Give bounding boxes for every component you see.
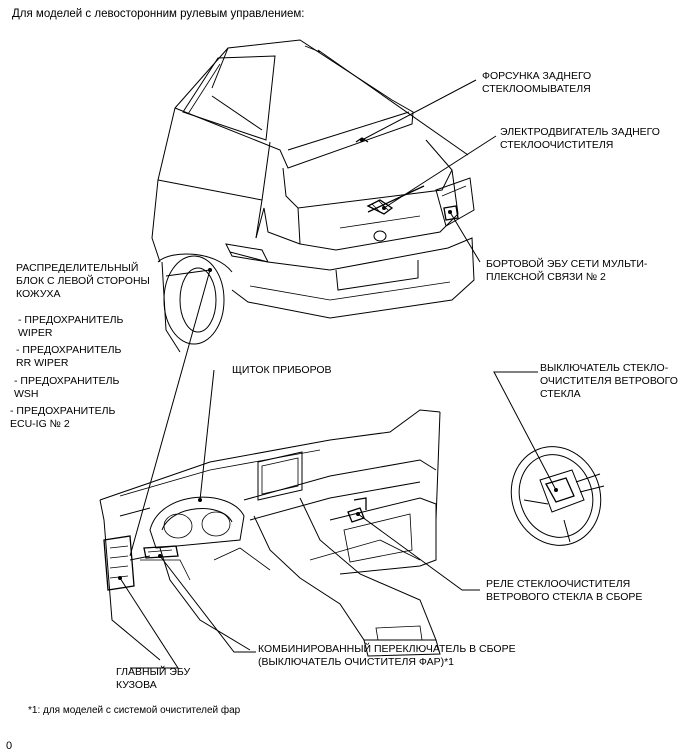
label-line: СТЕКЛООМЫВАТЕЛЯ [482,83,591,95]
dashboard-illustration [99,409,441,661]
label-line: WSH [14,388,39,400]
label-rear-wiper-motor: ЭЛЕКТРОДВИГАТЕЛЬ ЗАДНЕГО СТЕКЛООЧИСТИТЕЛ… [500,126,660,152]
footnote: *1: для моделей с системой очистителей ф… [28,705,241,716]
label-windshield-wiper-switch: ВЫКЛЮЧАТЕЛЬ СТЕКЛО- ОЧИСТИТЕЛЯ ВЕТРОВОГО… [540,362,678,401]
label-main-body-ecu: ГЛАВНЫЙ ЭБУ КУЗОВА [116,666,190,692]
label-line: ECU-IG № 2 [10,418,70,430]
label-line: РЕЛЕ СТЕКЛООЧИСТИТЕЛЯ [486,578,631,590]
label-line: ГЛАВНЫЙ ЭБУ [116,666,191,678]
label-fuse-rr-wiper: - ПРЕДОХРАНИТЕЛЬ RR WIPER [16,344,121,370]
label-line: WIPER [18,327,53,339]
label-line: БЛОК С ЛЕВОЙ СТОРОНЫ [16,275,150,287]
label-fuse-wiper: - ПРЕДОХРАНИТЕЛЬ WIPER [18,314,123,340]
label-line: ОЧИСТИТЕЛЯ ВЕТРОВОГО [540,375,678,387]
label-line: - ПРЕДОХРАНИТЕЛЬ [18,314,124,326]
label-line: ПЛЕКСНОЙ СВЯЗИ № 2 [486,271,606,283]
label-line: ВЫКЛЮЧАТЕЛЬ СТЕКЛО- [540,362,669,374]
label-line: ФОРСУНКА ЗАДНЕГО [482,70,592,82]
label-line: ВЕТРОВОГО СТЕКЛА В СБОРЕ [486,591,643,603]
steering-wheel-illustration [510,446,605,546]
label-fuse-wsh: - ПРЕДОХРАНИТЕЛЬ WSH [14,375,119,401]
label-line: - ПРЕДОХРАНИТЕЛЬ [16,344,122,356]
label-rear-washer-nozzle: ФОРСУНКА ЗАДНЕГО СТЕКЛООМЫВАТЕЛЯ [482,70,591,96]
label-line: СТЕКЛООЧИСТИТЕЛЯ [500,139,614,151]
label-line: ЭЛЕКТРОДВИГАТЕЛЬ ЗАДНЕГО [500,126,660,138]
label-line: КОМБИНИРОВАННЫЙ ПЕРЕКЛЮЧАТЕЛЬ В СБОРЕ [258,643,516,655]
label-line: КОЖУХА [16,288,61,300]
label-line: - ПРЕДОХРАНИТЕЛЬ [10,405,116,417]
label-line: - ПРЕДОХРАНИТЕЛЬ [14,375,120,387]
page-header: Для моделей с левосторонним рулевым упра… [12,8,305,20]
vehicle-rear-illustration [151,39,475,353]
label-line: СТЕКЛА [540,388,581,400]
label-line: (ВЫКЛЮЧАТЕЛЬ ОЧИСТИТЕЛЯ ФАР)*1 [258,656,455,668]
label-body-ecu-multiplex: БОРТОВОЙ ЭБУ СЕТИ МУЛЬТИ- ПЛЕКСНОЙ СВЯЗИ… [486,258,647,284]
label-cowl-junction-block: РАСПРЕДЕЛИТЕЛЬНЫЙ БЛОК С ЛЕВОЙ СТОРОНЫ К… [16,262,150,301]
page-marker: 0 [6,740,13,752]
label-line: РАСПРЕДЕЛИТЕЛЬНЫЙ [16,262,139,274]
label-line: КУЗОВА [116,679,157,691]
label-line: ЩИТОК ПРИБОРОВ [232,364,332,376]
label-windshield-wiper-relay: РЕЛЕ СТЕКЛООЧИСТИТЕЛЯ ВЕТРОВОГО СТЕКЛА В… [486,578,642,604]
label-instrument-cluster: ЩИТОК ПРИБОРОВ [232,364,332,377]
label-line: RR WIPER [16,357,69,369]
label-fuse-ecu-ig: - ПРЕДОХРАНИТЕЛЬ ECU-IG № 2 [10,405,115,431]
leader-lines [118,79,558,669]
label-combination-switch: КОМБИНИРОВАННЫЙ ПЕРЕКЛЮЧАТЕЛЬ В СБОРЕ (В… [258,643,516,669]
label-line: БОРТОВОЙ ЭБУ СЕТИ МУЛЬТИ- [486,258,648,270]
